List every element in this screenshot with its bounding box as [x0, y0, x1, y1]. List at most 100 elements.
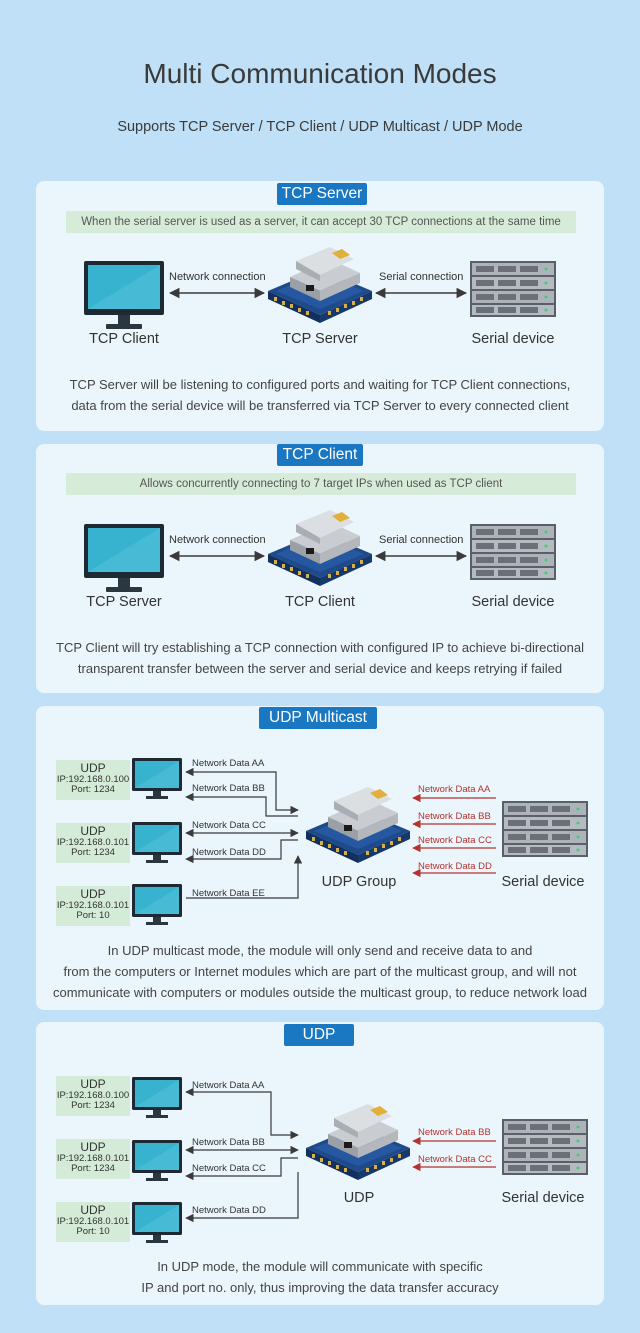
net-line-aa — [185, 767, 299, 815]
udp-multicast-diagram — [132, 758, 588, 925]
monitor-icon — [84, 261, 164, 329]
host-port: Port: 1234 — [71, 1100, 115, 1111]
section-title: UDP — [284, 1024, 354, 1046]
net-label: Network Data AA — [192, 758, 265, 769]
center-device-label: TCP Server — [282, 331, 358, 347]
monitor-icon — [132, 822, 182, 863]
host-label: UDP — [80, 1203, 106, 1217]
host-ip: IP:192.168.0.100 — [56, 774, 130, 785]
desc-line: In UDP multicast mode, the module will o… — [107, 943, 533, 958]
net-line-dd — [185, 1172, 299, 1223]
udp-diagram — [132, 1077, 588, 1243]
serial-label: Network Data CC — [418, 1154, 492, 1165]
serial-label: Network Data AA — [418, 784, 491, 795]
monitor-icon — [132, 1202, 182, 1243]
host-label: UDP — [80, 1140, 106, 1154]
module-icon — [306, 1104, 410, 1180]
serial-connection-label: Serial connection — [379, 271, 464, 283]
host-port: Port: 1234 — [71, 1163, 115, 1174]
host-label: UDP — [80, 1077, 106, 1091]
host-port: Port: 10 — [76, 910, 110, 921]
net-line-cc — [185, 1157, 298, 1181]
net-label: Network Data AA — [192, 1080, 265, 1091]
net-label: Network Data DD — [192, 847, 266, 858]
net-label: Network Data DD — [192, 1205, 266, 1216]
monitor-icon — [132, 884, 182, 925]
monitor-icon — [132, 1140, 182, 1181]
right-device-label: Serial device — [501, 874, 585, 890]
section-title: UDP Multicast — [259, 707, 377, 729]
monitor-icon — [132, 1077, 182, 1118]
udp-host-box: UDP IP:192.168.0.101 Port: 10 — [56, 1202, 130, 1242]
module-icon — [306, 787, 410, 863]
host-label: UDP — [80, 887, 106, 901]
section-description: In UDP multicast mode, the module will o… — [36, 940, 604, 1003]
monitor-icon — [84, 524, 164, 592]
host-ip: IP:192.168.0.100 — [56, 1090, 130, 1101]
serial-label: Network Data DD — [418, 861, 492, 872]
net-label: Network Data CC — [192, 820, 266, 831]
section-highlight: When the serial server is used as a serv… — [66, 211, 576, 233]
server-rack-icon — [502, 801, 588, 857]
left-device-label: TCP Server — [86, 594, 162, 610]
tcp-client-panel: TCP Client Allows concurrently connectin… — [36, 444, 604, 693]
right-device-label: Serial device — [471, 331, 555, 347]
udp-multicast-panel: UDP Multicast UDP IP:192.168.0.100 Port:… — [36, 706, 604, 1010]
desc-line: data from the serial device will be tran… — [71, 398, 569, 413]
net-line-dd — [185, 839, 298, 864]
serial-connection-label: Serial connection — [379, 534, 464, 546]
net-label: Network Data CC — [192, 1163, 266, 1174]
serial-label: Network Data CC — [418, 835, 492, 846]
host-label: UDP — [80, 761, 106, 775]
udp-panel: UDP UDP IP:192.168.0.100 Port: 1234 UDP … — [36, 1022, 604, 1305]
host-ip: IP:192.168.0.101 — [56, 1216, 130, 1227]
desc-line: In UDP mode, the module will communicate… — [157, 1259, 483, 1274]
host-port: Port: 1234 — [71, 847, 115, 858]
section-description: In UDP mode, the module will communicate… — [36, 1256, 604, 1298]
module-icon — [268, 510, 372, 586]
network-connection-label: Network connection — [169, 534, 266, 546]
section-description: TCP Client will try establishing a TCP c… — [36, 637, 604, 679]
module-icon — [268, 247, 372, 323]
host-port: Port: 1234 — [71, 784, 115, 795]
host-label: UDP — [80, 824, 106, 838]
center-device-label: UDP Group — [321, 874, 397, 890]
udp-host-box: UDP IP:192.168.0.101 Port: 1234 — [56, 1139, 130, 1179]
section-title: TCP Server — [277, 183, 367, 205]
tcp-server-diagram — [84, 247, 556, 329]
net-line-ee — [186, 855, 303, 899]
section-title: TCP Client — [277, 444, 363, 466]
net-line-aa — [185, 1087, 299, 1140]
page-title: Multi Communication Modes — [143, 58, 497, 89]
desc-line: IP and port no. only, thus improving the… — [141, 1280, 499, 1295]
section-description: TCP Server will be listening to configur… — [36, 374, 604, 416]
center-device-label: UDP — [343, 1190, 375, 1206]
desc-line: from the computers or Internet modules w… — [63, 964, 577, 979]
right-device-label: Serial device — [471, 594, 555, 610]
page-subtitle: Supports TCP Server / TCP Client / UDP M… — [117, 119, 523, 135]
net-label: Network Data BB — [192, 783, 265, 794]
net-label: Network Data EE — [192, 888, 265, 899]
host-ip: IP:192.168.0.101 — [56, 900, 130, 911]
right-device-label: Serial device — [501, 1190, 585, 1206]
udp-host-box: UDP IP:192.168.0.101 Port: 1234 — [56, 823, 130, 863]
desc-line: TCP Server will be listening to configur… — [69, 377, 571, 392]
network-connection-label: Network connection — [169, 271, 266, 283]
udp-host-box: UDP IP:192.168.0.100 Port: 1234 — [56, 760, 130, 800]
tcp-server-panel: TCP Server When the serial server is use… — [36, 181, 604, 431]
net-line-bb — [185, 792, 298, 817]
desc-line: transparent transfer between the server … — [77, 661, 563, 676]
host-port: Port: 10 — [76, 1226, 110, 1237]
host-ip: IP:192.168.0.101 — [56, 837, 130, 848]
section-highlight: Allows concurrently connecting to 7 targ… — [66, 473, 576, 495]
serial-label: Network Data BB — [418, 1127, 491, 1138]
net-label: Network Data BB — [192, 1137, 265, 1148]
serial-label: Network Data BB — [418, 811, 491, 822]
desc-line: TCP Client will try establishing a TCP c… — [56, 640, 584, 655]
tcp-client-diagram — [84, 510, 556, 592]
server-rack-icon — [502, 1119, 588, 1175]
left-device-label: TCP Client — [89, 331, 159, 347]
monitor-icon — [132, 758, 182, 799]
server-rack-icon — [470, 524, 556, 580]
